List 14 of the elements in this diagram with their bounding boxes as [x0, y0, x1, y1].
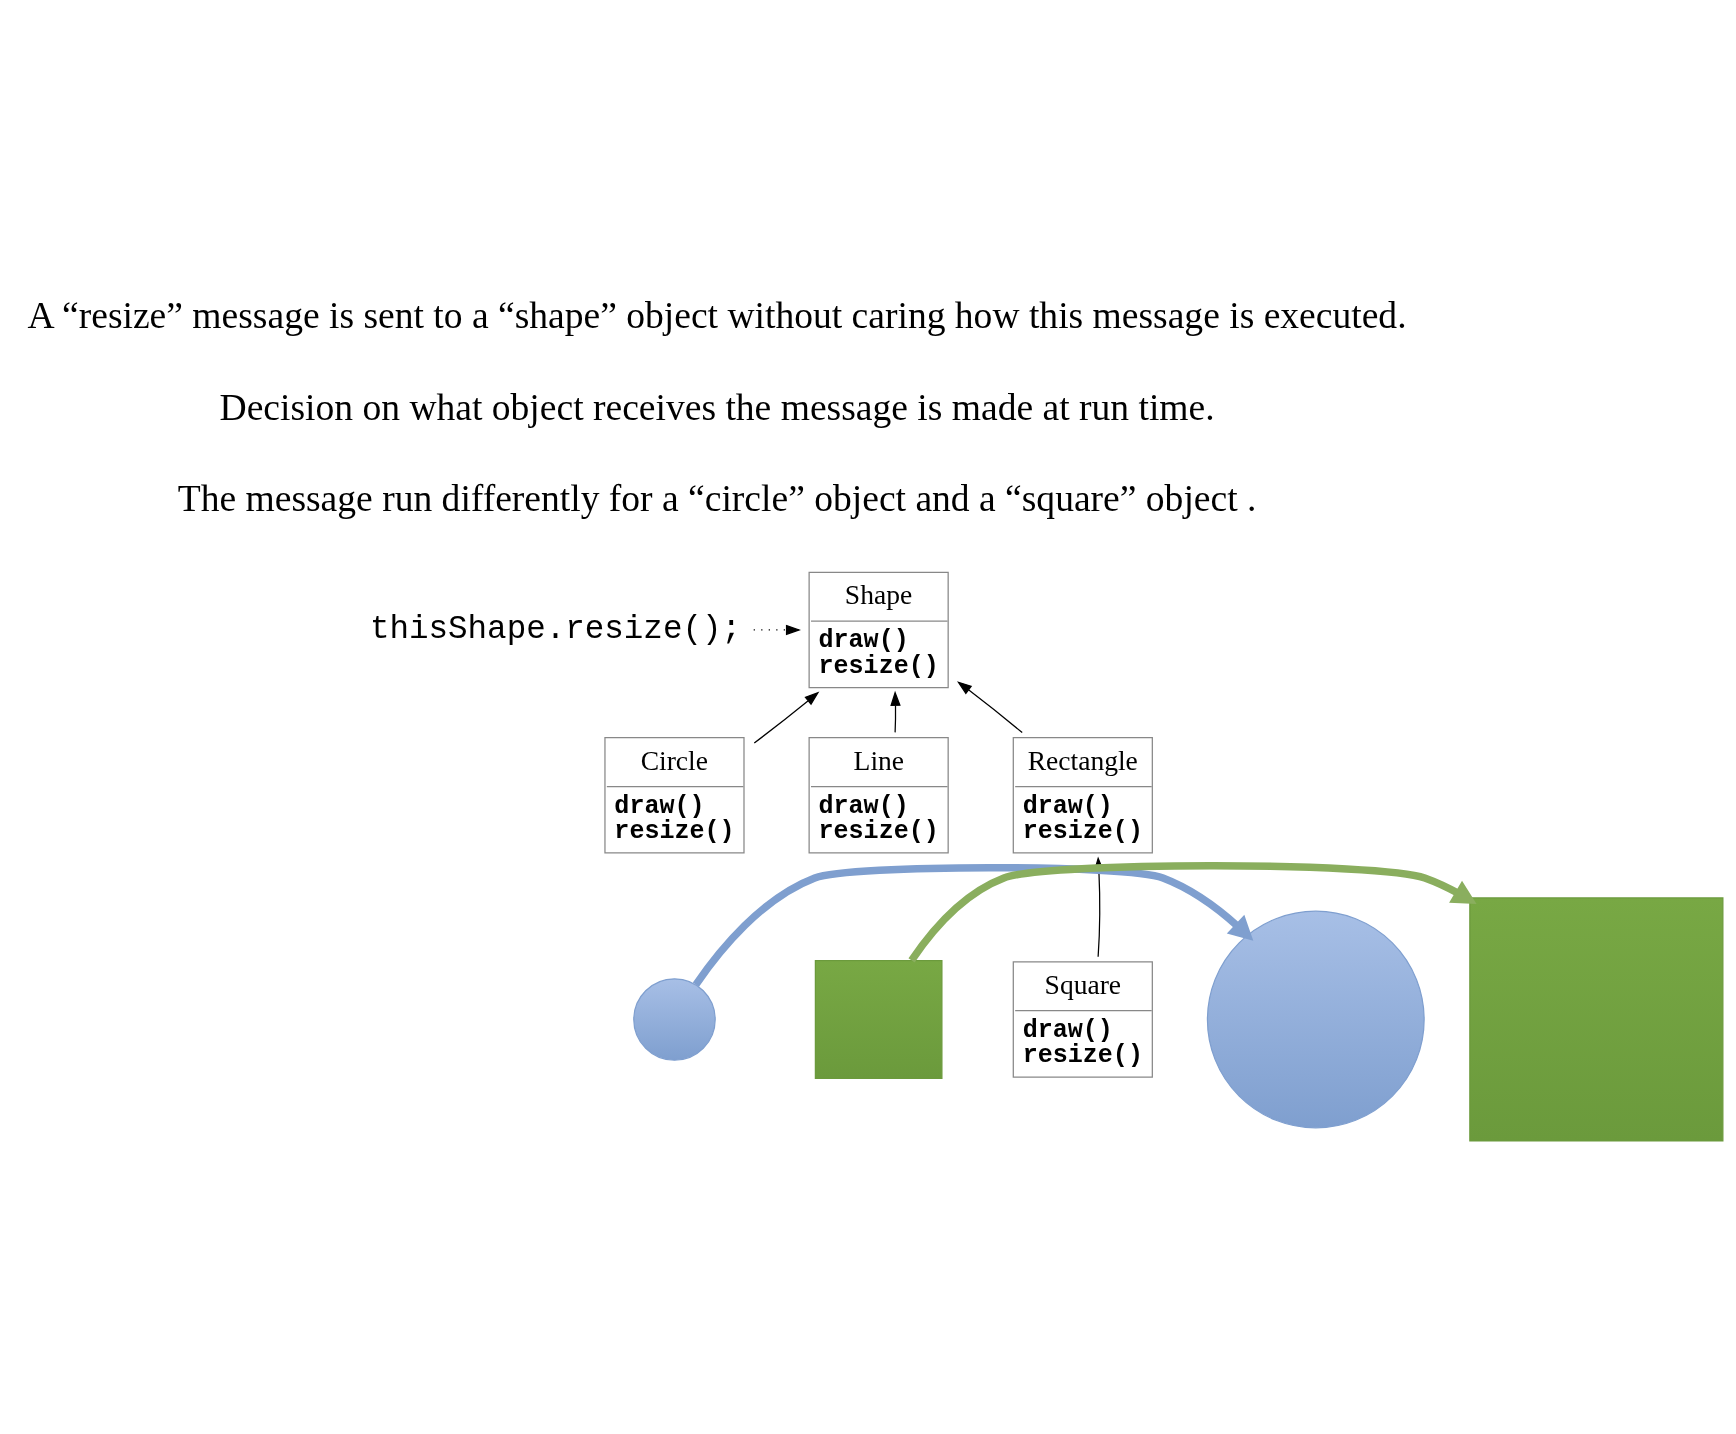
arrow — [753, 624, 801, 636]
node-circle — [1206, 910, 1425, 1129]
node-circle — [633, 978, 716, 1061]
node-text: thisShape.resize(); — [369, 610, 742, 648]
arrow — [890, 690, 901, 733]
node-box — [814, 960, 943, 1079]
arrow — [957, 681, 1023, 734]
node-box — [1469, 897, 1724, 1142]
arrow — [908, 862, 1477, 963]
arrow — [753, 691, 820, 744]
arrow — [692, 863, 1254, 987]
label: Decision on what object receives the message is made at run time. — [219, 386, 1215, 428]
label: The message run differently for a “circle” object and a “square” object . — [177, 477, 1257, 519]
label: A “resize” message is sent to a “shape” object without caring how this message is executed. — [27, 295, 1407, 337]
